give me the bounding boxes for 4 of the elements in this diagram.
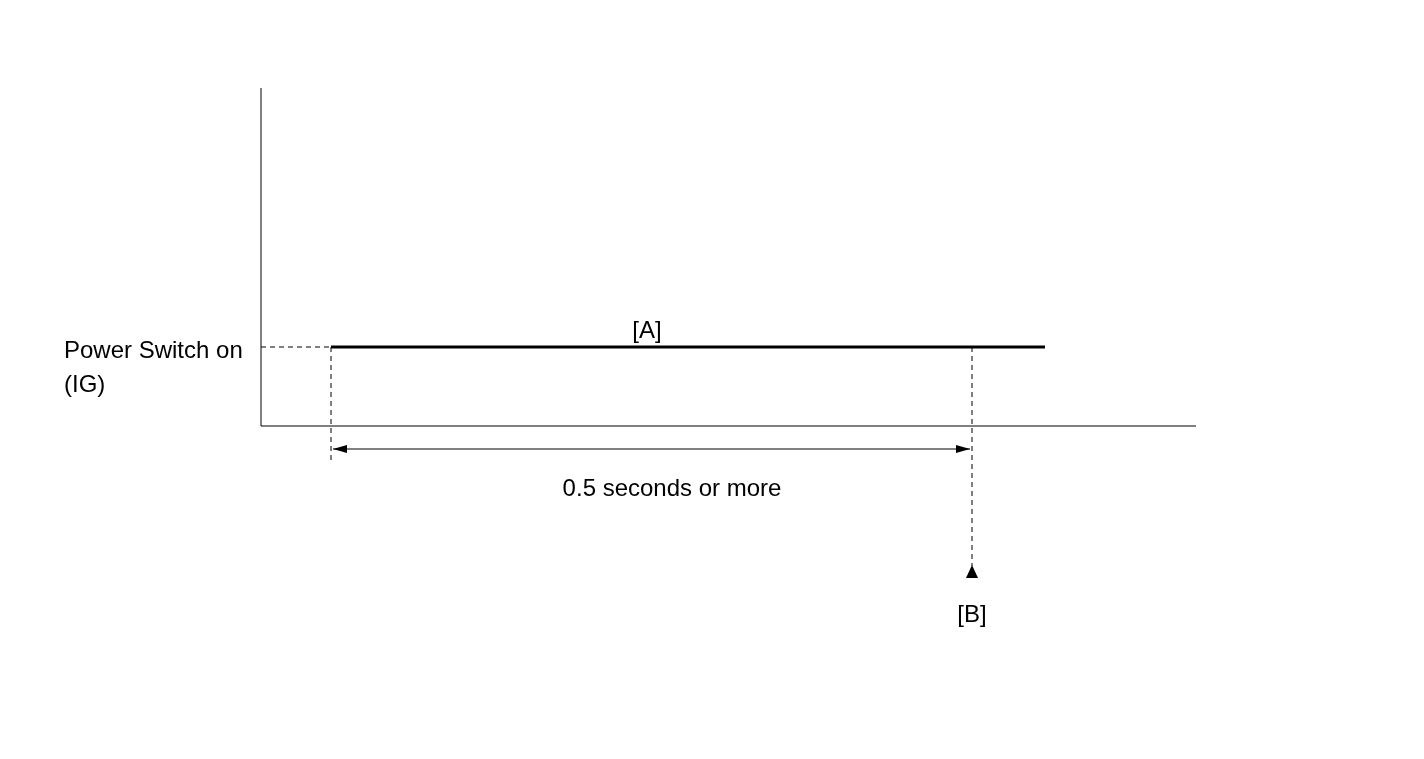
signal-label: Power Switch on (IG) [64, 335, 244, 399]
marker-label: [A] [631, 315, 663, 345]
marker-label: [B] [956, 599, 988, 629]
dimension-label: 0.5 seconds or more [561, 473, 783, 503]
